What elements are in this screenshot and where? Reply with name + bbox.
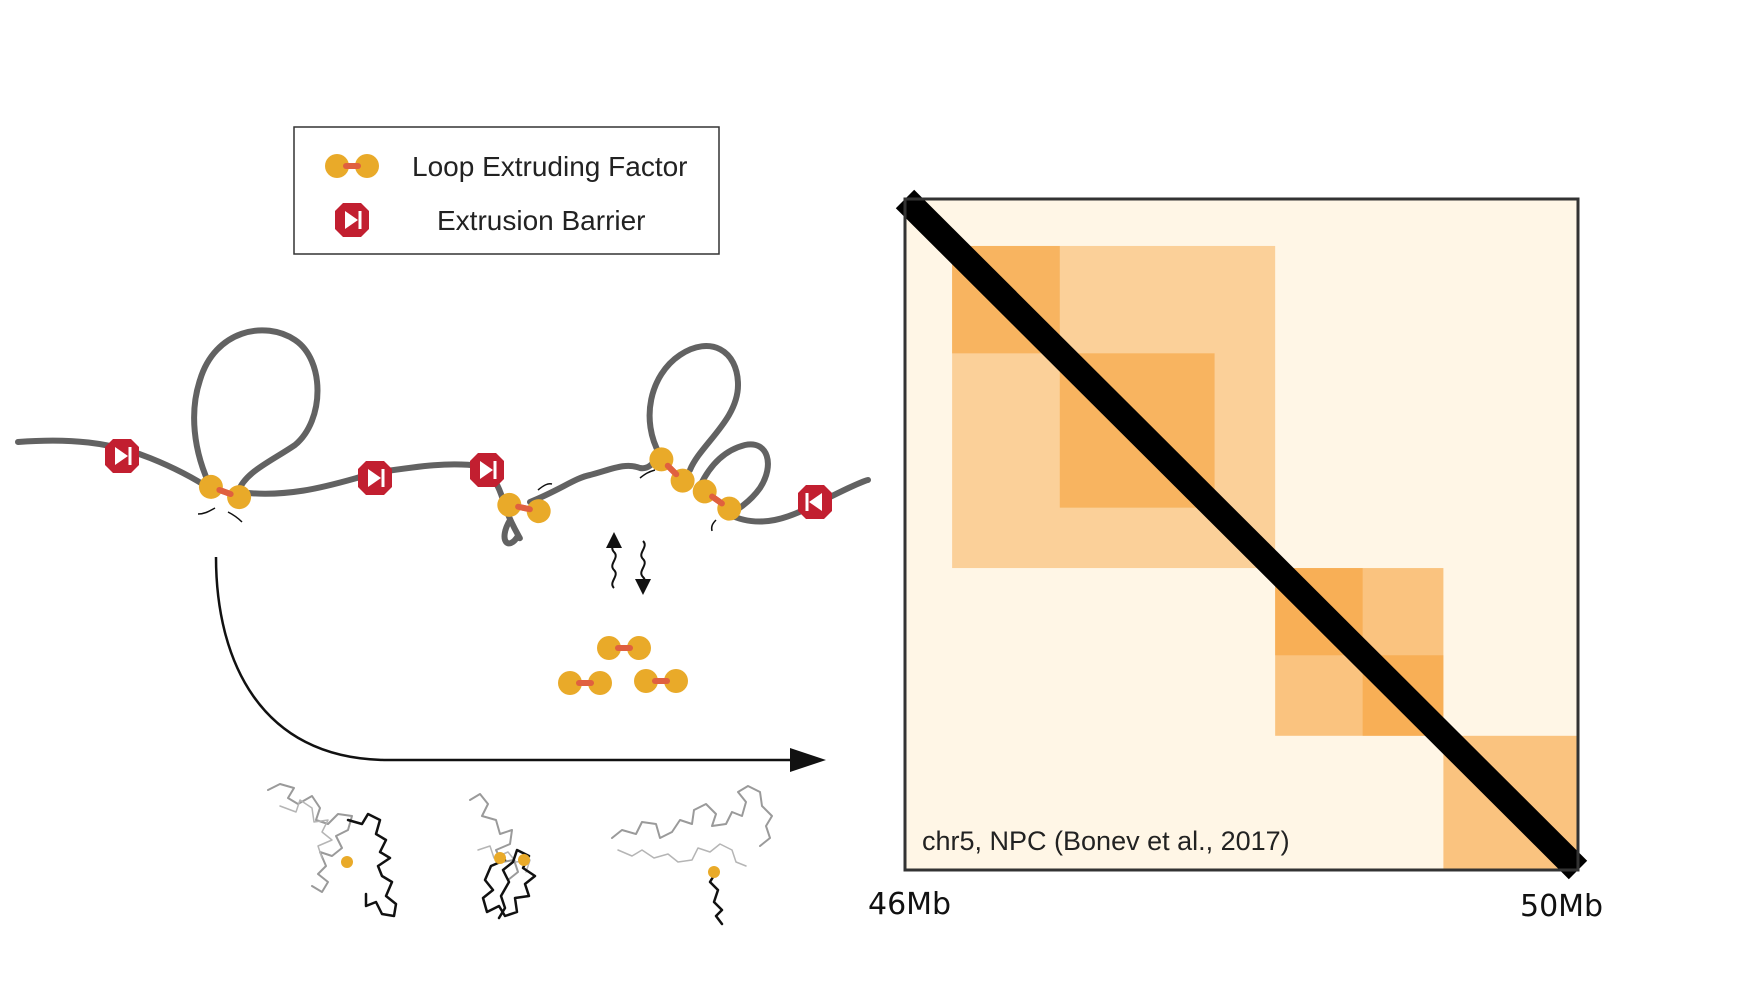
hic-map-label: chr5, NPC (Bonev et al., 2017) (922, 826, 1290, 856)
chromatin-strand (15, 437, 215, 493)
arrow-down-icon (635, 579, 651, 595)
polymer-conformation (267, 783, 398, 918)
extrusion-barrier-icon (103, 437, 141, 475)
legend-label-extrusion-barrier: Extrusion Barrier (437, 205, 646, 236)
chromatin-double-loop (646, 343, 741, 473)
simulation-arrow (214, 556, 812, 762)
axis-start-label: 46Mb (868, 887, 951, 922)
arrow-right-icon (790, 748, 826, 772)
chromatin-fiber (15, 327, 871, 547)
loop-extruding-factor-icon (634, 669, 688, 693)
extrusion-barrier-icon (796, 483, 834, 521)
legend: Loop Extruding Factor Extrusion Barrier (293, 126, 720, 255)
extrusion-barrier-icon (333, 201, 371, 239)
chromatin-double-loop (697, 441, 771, 517)
arrow-up-icon (606, 532, 622, 548)
chromatin-small-loop (500, 497, 523, 547)
hic-diagonal (895, 189, 1588, 880)
polymer-conformations (267, 783, 773, 926)
hic-map-frame (903, 197, 1580, 872)
extrusion-direction-arrows (197, 469, 717, 532)
binding-unbinding-arrows (606, 532, 651, 595)
polymer-conformation (611, 785, 773, 926)
extrusion-barrier-icon (356, 459, 394, 497)
chromatin-large-loop (191, 327, 321, 495)
loop-extruding-factor-icon (558, 671, 612, 695)
axis-end-label: 50Mb (1520, 889, 1603, 924)
loop-extruding-factor-icon (597, 636, 651, 660)
legend-label-loop-extruding-factor: Loop Extruding Factor (412, 151, 688, 182)
extrusion-barrier-icon (468, 451, 506, 489)
hic-contact-map: chr5, NPC (Bonev et al., 2017) (895, 189, 1588, 880)
polymer-conformation (469, 793, 537, 920)
